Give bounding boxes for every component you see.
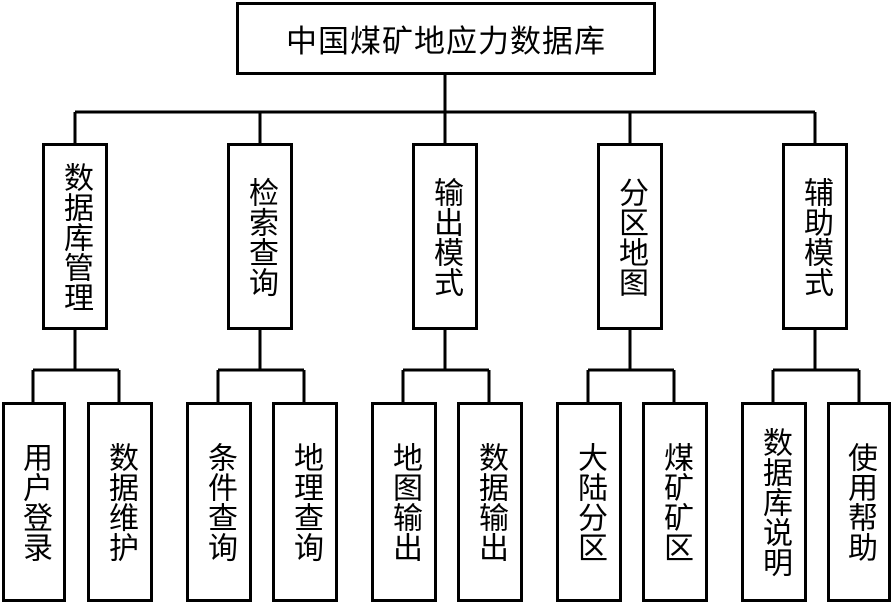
leaf-label: 数据输出 <box>473 442 508 562</box>
leaf-continental-zoning: 大陆分区 <box>556 402 622 602</box>
leaf-usage-help: 使用帮助 <box>827 402 891 602</box>
module-label: 检索查询 <box>243 176 278 297</box>
leaf-map-output: 地图输出 <box>371 402 437 602</box>
module-label: 分区地图 <box>613 176 648 297</box>
leaf-label: 条件查询 <box>202 442 237 562</box>
leaf-coal-mining-area: 煤矿矿区 <box>642 402 708 602</box>
leaf-data-maintenance: 数据维护 <box>87 402 153 602</box>
leaf-label: 数据库说明 <box>757 427 792 577</box>
module-output-mode: 输出模式 <box>412 143 478 330</box>
leaf-label: 地图输出 <box>387 442 422 562</box>
leaf-database-description: 数据库说明 <box>741 402 807 602</box>
leaf-label: 大陆分区 <box>572 442 607 562</box>
leaf-label: 地理查询 <box>288 442 323 562</box>
root-label: 中国煤矿地应力数据库 <box>286 24 606 60</box>
leaf-condition-query: 条件查询 <box>186 402 252 602</box>
module-label: 数据库管理 <box>58 161 93 312</box>
leaf-data-output: 数据输出 <box>457 402 523 602</box>
leaf-user-login: 用户登录 <box>2 402 66 602</box>
leaf-label: 用户登录 <box>17 442 52 562</box>
module-search-query: 检索查询 <box>227 143 293 330</box>
leaf-label: 使用帮助 <box>842 442 877 562</box>
module-auxiliary-mode: 辅助模式 <box>782 143 848 330</box>
leaf-geographic-query: 地理查询 <box>272 402 338 602</box>
leaf-label: 煤矿矿区 <box>658 442 693 562</box>
leaf-label: 数据维护 <box>103 442 138 562</box>
module-database-management: 数据库管理 <box>42 143 108 330</box>
module-zoning-map: 分区地图 <box>597 143 663 330</box>
module-label: 输出模式 <box>428 176 463 297</box>
module-label: 辅助模式 <box>798 176 833 297</box>
root-node: 中国煤矿地应力数据库 <box>236 2 656 75</box>
